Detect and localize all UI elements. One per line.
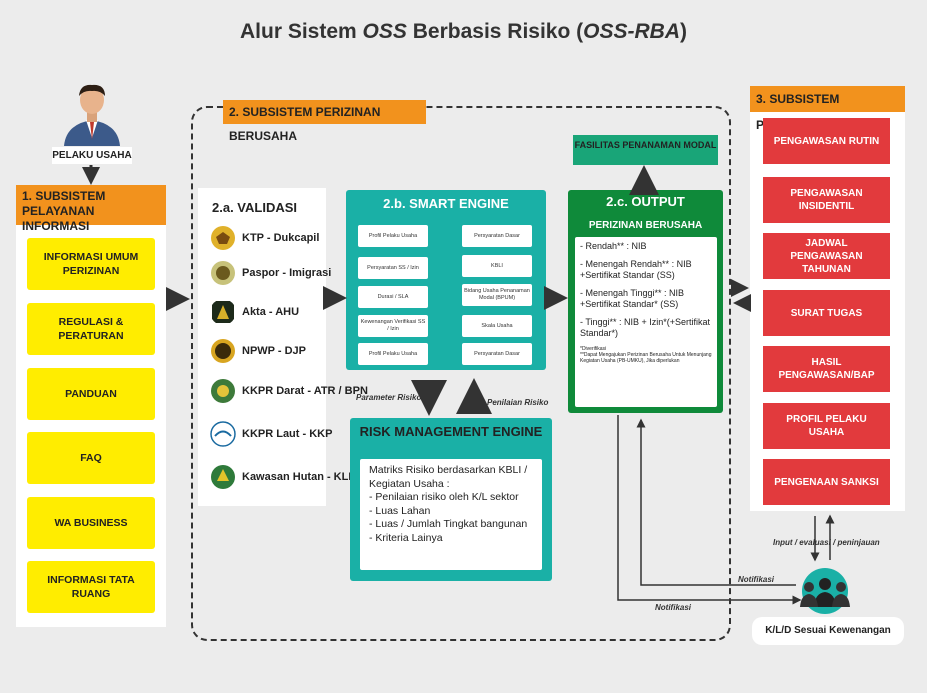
- smart-engine-panel: [346, 190, 546, 370]
- smart-cell: Persyaratan SS / Izin: [358, 257, 428, 279]
- atr-bpn-icon: [211, 379, 235, 403]
- smart-cell: Kewenangan Verifikasi SS / Izin: [358, 315, 428, 337]
- kld-label: K/L/D Sesuai Kewenangan: [752, 617, 904, 645]
- smart-cell: Persyaratan Dasar: [462, 225, 532, 247]
- imigrasi-icon: [211, 261, 235, 285]
- validasi-title: 2.a. VALIDASI: [212, 200, 298, 215]
- output-line: - Tinggi** : NIB + Izin*(+Sertifikat Sta…: [580, 317, 711, 338]
- s3-item-jadwal-pengawasan[interactable]: JADWAL PENGAWASAN TAHUNAN: [763, 233, 890, 279]
- smart-cell: KBLI: [462, 255, 532, 277]
- s3-item-hasil-pengawasan[interactable]: HASIL PENGAWASAN/BAP: [763, 346, 890, 392]
- risk-intro: Matriks Risiko berdasarkan KBLI / Kegiat…: [369, 464, 528, 490]
- risk-item: - Luas Lahan: [369, 504, 431, 517]
- s1-item-faq[interactable]: FAQ: [27, 432, 155, 484]
- s3-item-surat-tugas[interactable]: SURAT TUGAS: [763, 290, 890, 336]
- validasi-item-akta[interactable]: Akta - AHU: [210, 299, 299, 325]
- output-note: *Diverifikasi: [580, 346, 607, 352]
- s1-item-wa-business[interactable]: WA BUSINESS: [27, 497, 155, 549]
- output-line: - Menengah Rendah** : NIB +Sertifikat St…: [580, 259, 692, 280]
- input-evaluasi-label: Input / evaluasi / peninjauan: [773, 538, 880, 547]
- validasi-item-paspor[interactable]: Paspor - Imigrasi: [210, 260, 331, 286]
- output-line: - Menengah Tinggi** : NIB +Sertifikat St…: [580, 288, 685, 309]
- validasi-item-ktp[interactable]: KTP - Dukcapil: [210, 225, 319, 251]
- s1-item-tata-ruang[interactable]: INFORMASI TATA RUANG: [27, 561, 155, 613]
- smart-cell: Bidang Usaha Penanaman Modal (BPUM): [462, 284, 532, 306]
- s1-item-informasi-umum[interactable]: INFORMASI UMUM PERIZINAN: [27, 238, 155, 290]
- output-note: **Dapat Mengajukan Perizinan Berusaha Un…: [580, 352, 712, 364]
- smart-cell: Persyaratan Dasar: [462, 343, 532, 365]
- penilaian-risiko-label: Penilaian Risiko: [487, 398, 549, 407]
- section1-header: 1. SUBSISTEM PELAYANAN INFORMASI: [16, 185, 166, 233]
- smart-cell: Profil Pelaku Usaha: [358, 343, 428, 365]
- diagram-title: Alur Sistem OSS Berbasis Risiko (OSS-RBA…: [240, 20, 687, 43]
- klhk-icon: [211, 465, 235, 489]
- risk-engine-content: Matriks Risiko berdasarkan KBLI / Kegiat…: [360, 459, 542, 570]
- kld-group-icon: [800, 568, 850, 614]
- s3-item-pengawasan-insidentil[interactable]: PENGAWASAN INSIDENTIL: [763, 177, 890, 223]
- ahu-icon: [212, 301, 234, 323]
- arrow-notif-upper: [636, 418, 796, 586]
- s3-item-pengawasan-rutin[interactable]: PENGAWASAN RUTIN: [763, 118, 890, 164]
- s1-item-panduan[interactable]: PANDUAN: [27, 368, 155, 420]
- s3-item-profil-pelaku-usaha[interactable]: PROFIL PELAKU USAHA: [763, 403, 890, 449]
- validasi-item-kkpr-darat[interactable]: KKPR Darat - ATR / BPN: [210, 378, 368, 404]
- section2-header: 2. SUBSISTEM PERIZINAN BERUSAHA: [223, 100, 426, 143]
- smart-cell: Profil Pelaku Usaha: [358, 225, 428, 247]
- notifikasi-label-upper: Notifikasi: [738, 575, 775, 584]
- output-title: 2.c. OUTPUT: [606, 194, 685, 209]
- business-person-icon: [64, 84, 120, 146]
- arrow-notif-lower: [617, 415, 802, 605]
- validasi-item-kawasan-hutan[interactable]: Kawasan Hutan - KLHK: [210, 464, 364, 490]
- s1-item-regulasi[interactable]: REGULASI & PERATURAN: [27, 303, 155, 355]
- risk-item: - Luas / Jumlah Tingkat bangunan: [369, 518, 528, 530]
- output-content: - Rendah** : NIB - Menengah Rendah** : N…: [575, 237, 717, 407]
- smart-cell: Durasi / SLA: [358, 286, 428, 308]
- risk-engine-title: RISK MANAGEMENT ENGINE: [359, 424, 543, 439]
- risk-item: - Kriteria Lainya: [369, 531, 443, 544]
- output-subtitle: PERIZINAN BERUSAHA: [588, 220, 703, 231]
- validasi-item-npwp[interactable]: NPWP - DJP: [210, 338, 306, 364]
- smart-engine-title: 2.b. SMART ENGINE: [383, 196, 509, 211]
- parameter-risiko-label: Parameter Risiko: [356, 393, 422, 402]
- output-line: - Rendah** : NIB: [580, 241, 647, 251]
- smart-cell: Skala Usaha: [462, 315, 532, 337]
- risk-item: - Penilaian risiko oleh K/L sektor: [369, 491, 519, 503]
- garuda-icon: [211, 226, 235, 250]
- s3-item-pengenaan-sanksi[interactable]: PENGENAAN SANKSI: [763, 459, 890, 505]
- pelaku-usaha-label: PELAKU USAHA: [52, 147, 132, 164]
- notifikasi-label-lower: Notifikasi: [655, 603, 692, 612]
- validasi-item-kkpr-laut[interactable]: KKPR Laut - KKP: [210, 421, 332, 447]
- djp-icon: [211, 339, 235, 363]
- fasilitas-penanaman-modal[interactable]: FASILITAS PENANAMAN MODAL: [573, 135, 718, 165]
- kkp-icon: [210, 421, 236, 447]
- section2-region: [191, 106, 731, 641]
